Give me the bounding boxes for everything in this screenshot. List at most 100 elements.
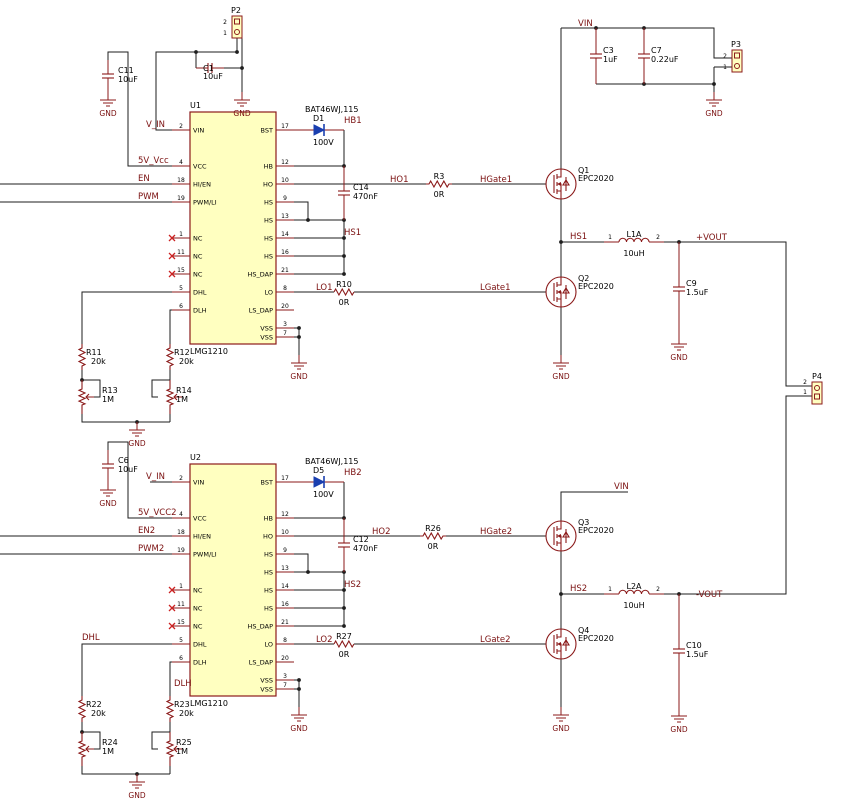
output-wire — [664, 395, 812, 595]
inductor-pin-number: 1 — [608, 234, 612, 241]
ic-pin-name: HS — [264, 569, 273, 577]
connector-pin-number: 2 — [723, 53, 727, 60]
capacitor-ref: C7 — [651, 46, 662, 55]
connector-body — [731, 49, 743, 73]
capacitor-value: 1uF — [603, 55, 618, 64]
wire-layer — [0, 26, 812, 776]
ic-pin-name: HS — [264, 587, 273, 595]
ic-pin-number: 9 — [283, 547, 287, 554]
ic-pin-number: 15 — [177, 267, 185, 274]
resistor-ref: R3 — [434, 172, 445, 181]
resistor-ref: R10 — [336, 280, 352, 289]
potentiometer-body — [77, 380, 87, 414]
potentiometer-wiper — [85, 393, 94, 401]
capacitor-ref: C12 — [353, 535, 369, 544]
ic-pin-number: 12 — [281, 511, 289, 518]
ic-pin-name: NC — [193, 271, 203, 279]
gnd-wire — [81, 414, 170, 423]
ic-pin-name: HI/EN — [193, 533, 211, 541]
capacitor-value: 470nF — [353, 192, 378, 201]
capacitor-ref: C3 — [603, 46, 614, 55]
resistor-ref: R12 — [174, 348, 190, 357]
resistor-value: 0R — [434, 190, 445, 199]
ic-pin-number: 8 — [283, 285, 287, 292]
hs-wire — [294, 553, 309, 572]
ic-pin-name: HS — [264, 235, 273, 243]
ic-pin-name: NC — [193, 235, 203, 243]
ic-pin-number: 19 — [177, 547, 185, 554]
junction-dot — [342, 606, 346, 610]
ic-body — [189, 111, 277, 345]
diode-triangle — [313, 124, 326, 136]
ic-pin-number: 20 — [281, 303, 289, 310]
ic-pin-number: 7 — [283, 330, 287, 337]
part-layer — [77, 15, 823, 789]
net-label: EN2 — [138, 526, 155, 536]
ic-pin-number: 2 — [179, 123, 183, 130]
ic-pin-number: 11 — [177, 601, 185, 608]
junction-dot — [712, 82, 716, 86]
diode-value: 100V — [313, 138, 334, 147]
diode-ref: D1 — [313, 114, 324, 123]
vin-wire — [560, 491, 628, 521]
ic-ref: U2 — [190, 453, 201, 462]
mosfet-arrow — [557, 534, 561, 538]
junction-dot — [342, 624, 346, 628]
hs-wire — [294, 201, 309, 220]
diode-ref: D5 — [313, 466, 324, 475]
mosfet-arrow — [557, 642, 561, 646]
resistor-value: 20k — [91, 357, 106, 366]
capacitor-value: 10uF — [118, 75, 138, 84]
ic-pin-number: 2 — [179, 475, 183, 482]
vcc-supply-wire — [107, 51, 172, 167]
ic-pin-number: 4 — [179, 511, 183, 518]
gnd-wire — [596, 83, 715, 92]
ic-pin-name: VSS — [260, 334, 273, 342]
mosfet-body-diode — [562, 285, 570, 299]
ic-pin-number: 12 — [281, 159, 289, 166]
net-label: +VOUT — [696, 233, 728, 243]
ic-pin-number: 15 — [177, 619, 185, 626]
net-label: HGate1 — [480, 175, 512, 185]
mosfet-value: EPC2020 — [578, 282, 614, 291]
vin-supply-wire — [155, 38, 238, 131]
ic-pin-name: HS — [264, 253, 273, 261]
net-label: HO1 — [390, 175, 409, 185]
ic-pin-name: VCC — [193, 163, 207, 171]
dhl-wire — [81, 291, 172, 344]
vin-rail — [561, 27, 732, 59]
resistor-ref: R27 — [336, 632, 352, 641]
ic-pin-name: VSS — [260, 325, 273, 333]
diode-part: BAT46WJ,115 — [305, 105, 359, 114]
ic-pin-name: VIN — [193, 127, 204, 135]
potentiometer-body — [165, 732, 175, 766]
gnd-wire — [81, 766, 170, 775]
ic-pin-name: HS — [264, 217, 273, 225]
ground-label: GND — [552, 372, 569, 381]
resistor-value: 20k — [91, 709, 106, 718]
ground-label: GND — [290, 372, 307, 381]
net-label: HS2 — [344, 580, 361, 590]
inductor-coil — [618, 237, 650, 243]
resistor-ref: R22 — [86, 700, 102, 709]
resistor-value: 20k — [179, 709, 194, 718]
potentiometer-value: 1M — [176, 395, 188, 404]
ic-pin-number: 17 — [281, 123, 289, 130]
dlh-wire — [169, 661, 172, 696]
capacitor-value: 1.5uF — [686, 650, 709, 659]
net-label: HB1 — [344, 116, 362, 126]
dlh-wire — [169, 309, 172, 344]
junction-dot — [240, 66, 244, 70]
capacitor-value: 0.22uF — [651, 55, 679, 64]
mosfet-value: EPC2020 — [578, 634, 614, 643]
potentiometer-ref: R24 — [102, 738, 118, 747]
ic-pin-name: DHL — [193, 641, 207, 649]
net-label: V_IN — [146, 472, 165, 482]
resistor-ref: R26 — [425, 524, 441, 533]
resistor-value: 0R — [339, 650, 350, 659]
inductor-value: 10uH — [623, 249, 644, 258]
capacitor-ref: C6 — [118, 456, 129, 465]
ground-label: GND — [290, 724, 307, 733]
potentiometer-wiper — [85, 745, 94, 753]
mosfet-ref: Q4 — [578, 626, 589, 635]
